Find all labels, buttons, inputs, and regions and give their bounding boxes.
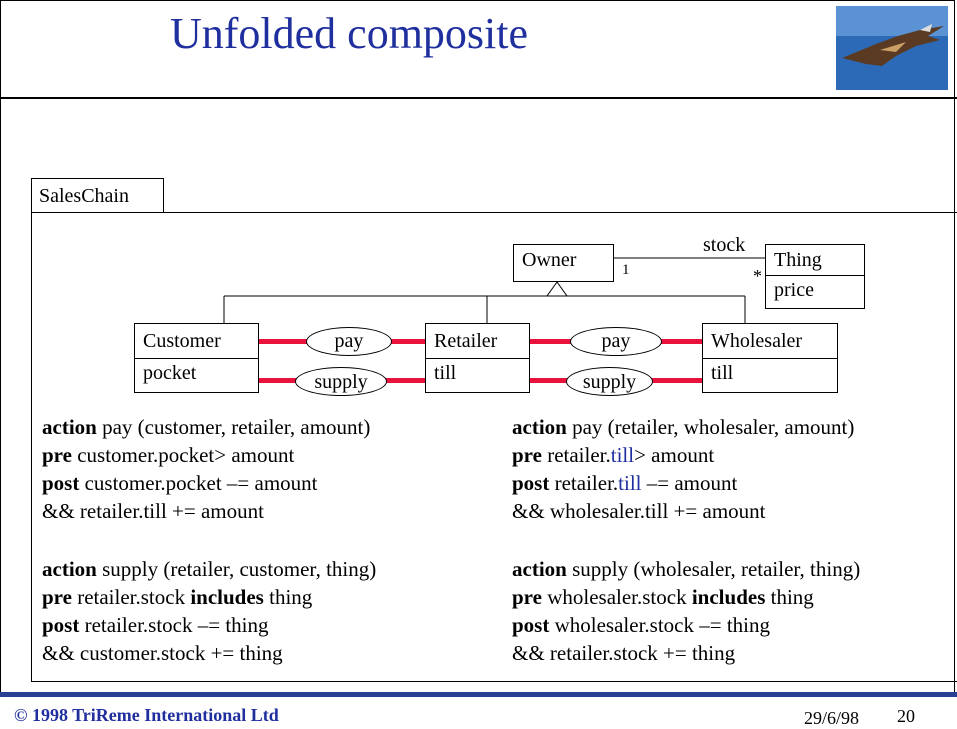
right-supply-ellipse: supply [566, 367, 653, 396]
action-right-supply: action supply (wholesaler, retailer, thi… [512, 557, 861, 665]
multiplicity-thing: * [753, 266, 762, 286]
footer-copyright: © 1998 TriReme International Ltd [14, 705, 279, 725]
action-right-pay: action pay (retailer, wholesaler, amount… [512, 415, 855, 523]
right-pay-ellipse: pay [570, 327, 662, 356]
slide-frame [0, 0, 955, 692]
class-retailer-attr: till [426, 358, 529, 388]
association-label-stock: stock [703, 234, 746, 256]
class-customer-name: Customer [143, 330, 221, 352]
class-wholesaler-name: Wholesaler [711, 330, 803, 352]
slide-title: Unfolded composite [170, 9, 529, 58]
package-tab: SalesChain [31, 178, 164, 213]
multiplicity-owner: 1 [622, 262, 630, 278]
left-pay-ellipse: pay [306, 327, 392, 356]
class-wholesaler: Wholesaler till [702, 323, 838, 393]
class-owner: Owner [513, 244, 614, 282]
bird-logo-icon [836, 6, 948, 90]
class-retailer: Retailer till [425, 323, 530, 393]
footer-date: 29/6/98 [804, 708, 860, 728]
class-owner-name: Owner [522, 249, 577, 271]
class-thing-attr: price [766, 275, 864, 305]
class-customer-attr: pocket [135, 358, 258, 388]
action-left-supply: action supply (retailer, customer, thing… [42, 557, 377, 665]
class-thing-name: Thing [774, 249, 822, 271]
footer-divider [0, 692, 957, 697]
class-wholesaler-attr: till [703, 358, 837, 388]
left-supply-ellipse: supply [295, 367, 387, 396]
class-thing: Thing price [765, 244, 865, 309]
package-body [31, 212, 957, 682]
action-left-pay: action pay (customer, retailer, amount) … [42, 415, 371, 523]
footer-page-number: 20 [897, 706, 915, 726]
title-divider [0, 97, 957, 99]
class-retailer-name: Retailer [434, 330, 498, 352]
class-customer: Customer pocket [134, 323, 259, 393]
